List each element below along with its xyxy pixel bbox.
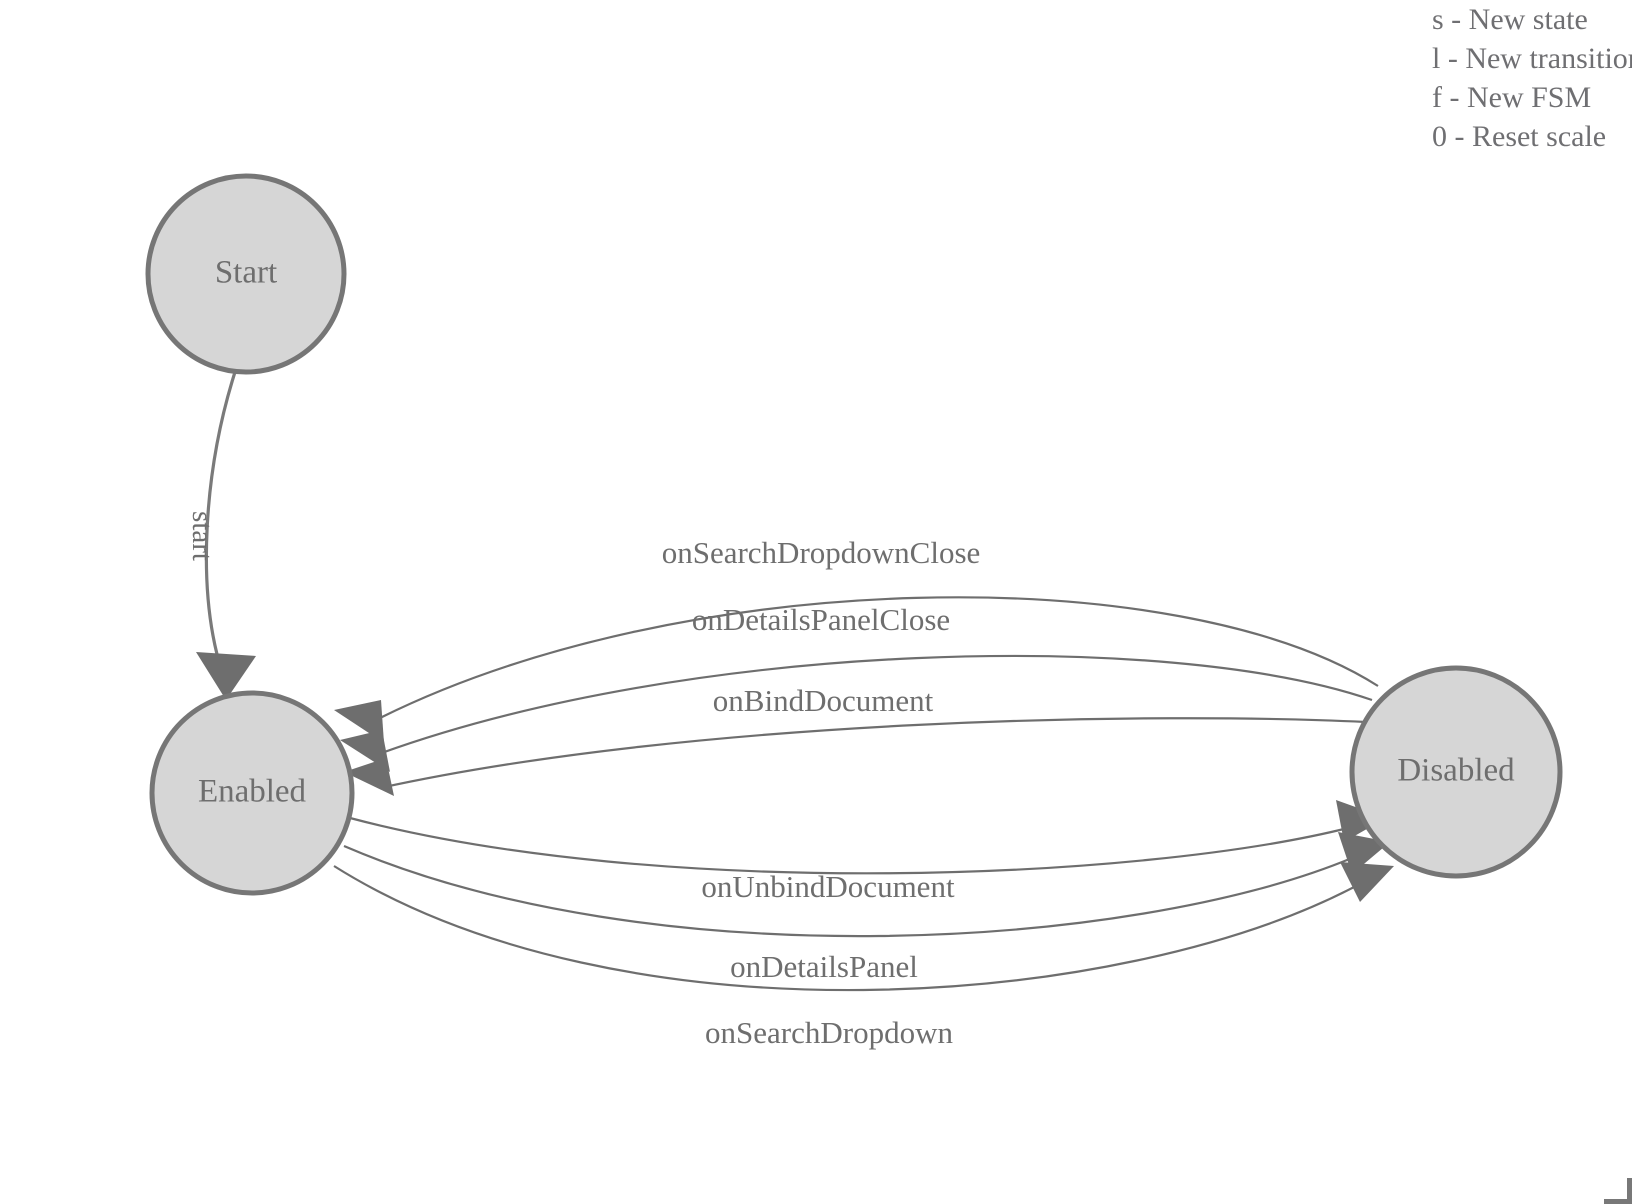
transition-onSearchDropdown[interactable]: onSearchDropdown	[333, 862, 1394, 1050]
transition-start[interactable]: start	[186, 371, 256, 700]
corner-horizontal-bar	[1604, 1199, 1632, 1204]
transition-onBindDocument[interactable]: onBindDocument	[344, 683, 1367, 796]
hint-new-transition: l - New transition	[1432, 42, 1632, 75]
state-label: Start	[215, 255, 277, 291]
transition-label: onUnbindDocument	[701, 869, 955, 904]
transition-line	[333, 865, 1357, 992]
transition-label: start	[186, 511, 218, 561]
transition-line	[349, 816, 1349, 875]
state-node-start[interactable]: Start	[145, 173, 347, 375]
state-circle	[149, 690, 355, 896]
transition-onDetailsPanelClose[interactable]: onDetailsPanelClose	[340, 602, 1373, 772]
state-node-enabled[interactable]: Enabled	[149, 690, 355, 896]
arrow-head-icon	[344, 758, 394, 796]
window-resize-corner[interactable]	[1604, 1178, 1632, 1204]
state-circle	[1349, 665, 1563, 879]
state-label: Disabled	[1397, 753, 1515, 789]
state-circle	[145, 173, 347, 375]
transition-label: onBindDocument	[713, 683, 934, 718]
transition-onUnbindDocument[interactable]: onUnbindDocument	[349, 800, 1386, 904]
arrow-head-icon	[1336, 800, 1386, 842]
transition-line	[371, 596, 1379, 723]
transition-line	[375, 654, 1373, 757]
hint-new-state: s - New state	[1432, 3, 1588, 36]
transition-label: onDetailsPanel	[730, 949, 918, 984]
transition-line	[379, 717, 1367, 790]
hint-new-fsm: f - New FSM	[1432, 81, 1592, 114]
state-node-disabled[interactable]: Disabled	[1349, 665, 1563, 879]
arrow-head-icon	[1340, 862, 1394, 902]
transition-label: onSearchDropdownClose	[662, 535, 981, 570]
corner-vertical-bar	[1627, 1178, 1632, 1204]
transition-line	[204, 371, 237, 673]
keyboard-hints-panel: s - New state l - New transition f - New…	[1432, 0, 1632, 156]
hint-reset-scale: 0 - Reset scale	[1432, 120, 1607, 153]
state-label: Enabled	[198, 774, 307, 810]
arrow-head-icon	[196, 652, 256, 700]
transition-line	[343, 844, 1353, 938]
arrow-head-icon	[334, 700, 384, 743]
transition-onSearchDropdownClose[interactable]: onSearchDropdownClose	[334, 535, 1379, 743]
transition-label: onDetailsPanelClose	[692, 602, 950, 637]
transition-label: onSearchDropdown	[705, 1015, 953, 1050]
transition-onDetailsPanel[interactable]: onDetailsPanel	[343, 832, 1390, 984]
